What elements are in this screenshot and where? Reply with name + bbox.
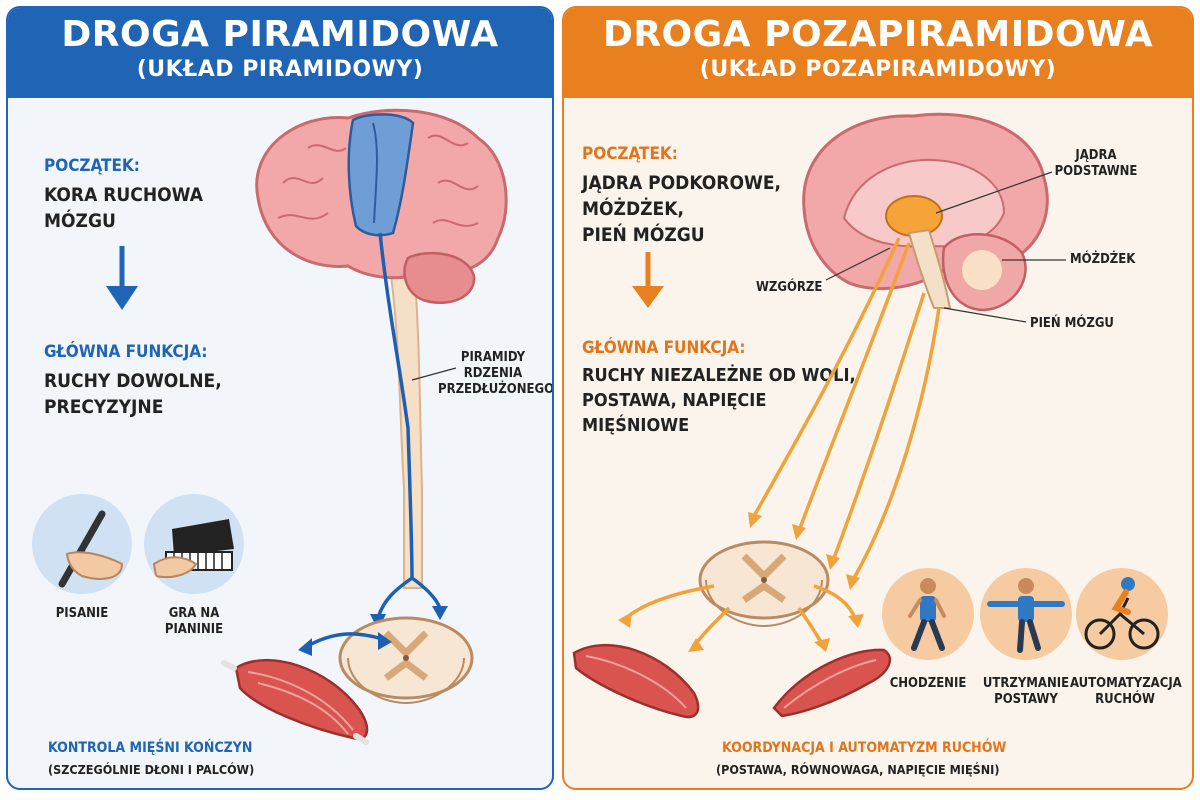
posture-label-line-2: POSTAWY — [994, 692, 1058, 707]
posture-label: UTRZYMANIE POSTAWY — [974, 676, 1078, 708]
piano-label: GRA NA PIANINIE — [144, 606, 244, 638]
pyramidal-panel: DROGA PIRAMIDOWA (UKŁAD PIRAMIDOWY) POCZ… — [6, 6, 554, 790]
pyramidal-start-label: POCZĄTEK: — [44, 156, 140, 176]
pyramidal-header: DROGA PIRAMIDOWA (UKŁAD PIRAMIDOWY) — [8, 8, 552, 98]
extrapyramidal-function-line-1: RUCHY NIEZALEŻNE OD WOLI, — [582, 365, 856, 386]
pyramidal-illustration — [221, 108, 508, 745]
pyramidal-title: DROGA PIRAMIDOWA — [61, 14, 499, 55]
extrapyramidal-function-line-2: POSTAWA, NAPIĘCIE — [582, 390, 767, 411]
pyramids-callout-line-2: RDZENIA — [463, 366, 523, 381]
automation-label: AUTOMATYZACJA RUCHÓW — [1070, 676, 1182, 708]
writing-label: PISANIE — [32, 606, 132, 622]
walking-example-image — [882, 568, 974, 660]
piano-example-image — [144, 494, 244, 594]
extrapyramidal-function-line-3: MIĘŚNIOWE — [582, 415, 690, 436]
pyramids-callout-line-1: PIRAMIDY — [460, 350, 526, 365]
balancing-person-icon — [987, 578, 1065, 653]
cyclist-icon — [1084, 577, 1160, 650]
walking-label: CHODZENIE — [876, 676, 980, 692]
piano-label-line-1: GRA NA — [168, 606, 220, 621]
pyramidal-function-line-1: RUCHY DOWOLNE, — [44, 370, 222, 392]
pyramidal-footer-sub: (SZCZEGÓLNIE DŁONI I PALCÓW) — [48, 762, 255, 777]
basal-ganglia-callout-line-1: JĄDRA — [1075, 148, 1117, 163]
pyramids-callout: PIRAMIDY RDZENIA PRZEDŁUŻONEGO — [438, 350, 554, 398]
extrapyramidal-start-label: POCZĄTEK: — [582, 144, 678, 164]
pyramidal-footer: KONTROLA MIĘŚNI KOŃCZYN — [48, 740, 253, 756]
walking-label-line-1: CHODZENIE — [889, 676, 967, 691]
automation-example-image — [1076, 568, 1168, 660]
cerebellum-callout: MÓŻDŻEK — [1070, 252, 1136, 267]
automation-label-line-1: AUTOMATYZACJA — [1070, 676, 1182, 691]
pyramidal-function-label: GŁÓWNA FUNKCJA: — [44, 342, 208, 362]
extrapyramidal-start-line-1: JĄDRA PODKOROWE, — [582, 172, 782, 194]
extrapyramidal-header: DROGA POZAPIRAMIDOWA (UKŁAD POZAPIRAMIDO… — [564, 8, 1192, 98]
pen-icon — [58, 510, 124, 588]
extrapyramidal-footer: KOORDYNACJA I AUTOMATYZM RUCHÓW — [722, 740, 1007, 756]
writing-example-image — [32, 494, 132, 594]
basal-ganglia-callout: JĄDRA PODSTAWNE — [1036, 148, 1156, 180]
posture-example-image — [980, 568, 1072, 660]
writing-label-line-1: PISANIE — [55, 606, 109, 621]
pyramidal-start-line-1: KORA RUCHOWA — [44, 184, 203, 206]
brainstem-callout: PIEŃ MÓZGU — [1030, 316, 1114, 331]
thalamus-callout: WZGÓRZE — [756, 280, 823, 295]
extrapyramidal-panel: DROGA POZAPIRAMIDOWA (UKŁAD POZAPIRAMIDO… — [562, 6, 1194, 790]
walking-person-icon — [908, 578, 946, 651]
piano-icon — [152, 519, 234, 579]
automation-label-line-2: RUCHÓW — [1095, 692, 1155, 707]
basal-ganglia-callout-line-2: PODSTAWNE — [1054, 164, 1138, 179]
extrapyramidal-start-line-2: MÓŻDŻEK, — [582, 198, 684, 220]
pyramids-callout-line-3: PRZEDŁUŻONEGO — [438, 382, 554, 397]
extrapyramidal-illustration — [572, 112, 1066, 719]
extrapyramidal-title: DROGA POZAPIRAMIDOWA — [602, 14, 1154, 55]
extrapyramidal-footer-sub: (POSTAWA, RÓWNOWAGA, NAPIĘCIE MIĘŚNI) — [716, 762, 1000, 777]
posture-label-line-1: UTRZYMANIE — [982, 676, 1070, 691]
extrapyramidal-start-line-3: PIEŃ MÓZGU — [582, 224, 705, 246]
extrapyramidal-function-label: GŁÓWNA FUNKCJA: — [582, 338, 746, 358]
piano-label-line-2: PIANINIE — [164, 622, 224, 637]
pyramidal-function-line-2: PRECYZYJNE — [44, 396, 164, 418]
pyramidal-subtitle: (UKŁAD PIRAMIDOWY) — [136, 57, 424, 82]
extrapyramidal-subtitle: (UKŁAD POZAPIRAMIDOWY) — [699, 57, 1057, 82]
pyramidal-start-line-2: MÓZGU — [44, 210, 116, 232]
